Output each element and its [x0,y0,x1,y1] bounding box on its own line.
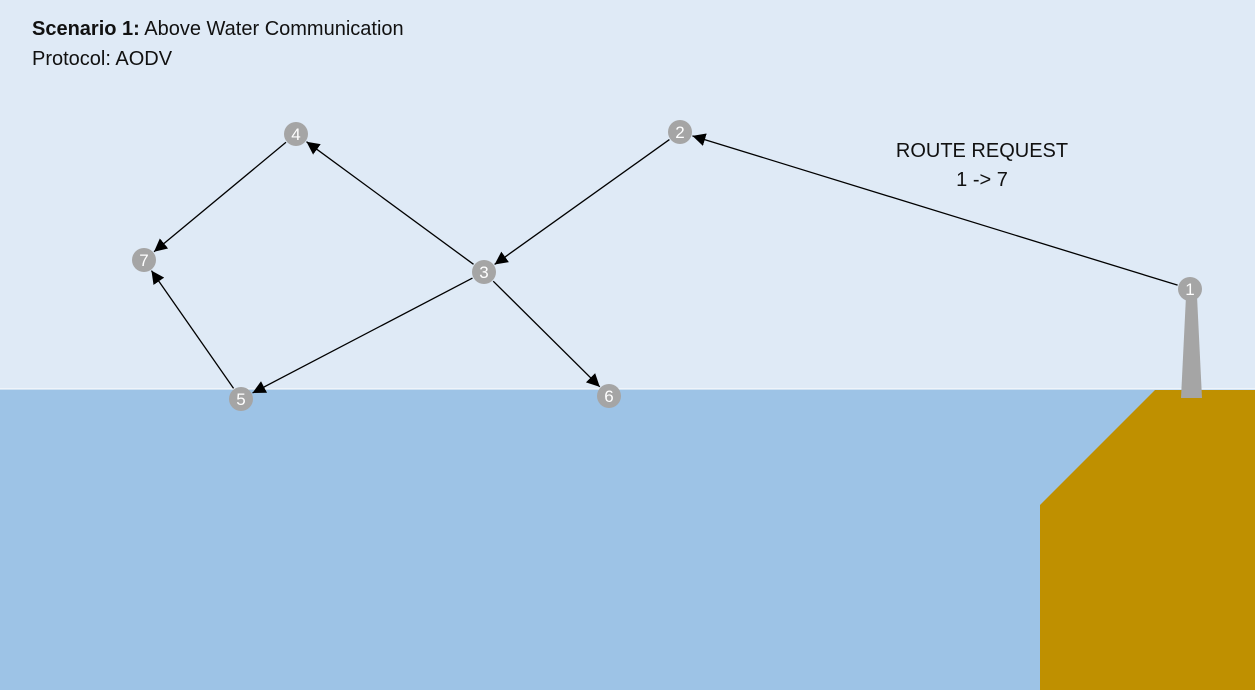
node-label: 5 [236,390,245,409]
node-1: 1 [1178,277,1202,301]
edge-2-to-3 [494,139,670,265]
node-circle [229,387,253,411]
node-label: 1 [1185,280,1194,299]
protocol-label: Protocol: AODV [32,48,173,70]
edge-3-to-5 [252,277,473,394]
scenario-label: Scenario 1: [32,18,140,40]
node-4: 4 [284,122,308,146]
edges [150,133,1178,394]
route-request-path: 1 -> 7 [956,169,1008,191]
node-circle [284,122,308,146]
scenario-title: Above Water Communication [144,18,404,40]
node-circle [668,120,692,144]
node-label: 4 [291,125,300,144]
node-label: 2 [675,123,684,142]
edge-3-to-4 [306,141,474,265]
node-circle [1178,277,1202,301]
scenario-title-line: Scenario 1: Above Water Communication [32,14,404,44]
node-circle [597,384,621,408]
sky [0,0,1255,389]
shore-land [1040,390,1255,690]
tower [1181,296,1202,398]
node-3: 3 [472,260,496,284]
node-2: 2 [668,120,692,144]
node-6: 6 [597,384,621,408]
node-5: 5 [229,387,253,411]
route-request-annotation: ROUTE REQUEST 1 -> 7 [882,137,1082,195]
edge-1-to-2 [692,133,1178,286]
node-label: 3 [479,263,488,282]
node-label: 7 [139,251,148,270]
node-7: 7 [132,248,156,272]
scenario-header: Scenario 1: Above Water Communication Pr… [32,14,404,74]
nodes: 1 2 3 4 5 6 7 [132,120,1202,411]
node-label: 6 [604,387,613,406]
edge-4-to-7 [153,141,287,253]
route-request-title: ROUTE REQUEST [895,140,1069,162]
edge-5-to-7 [150,270,235,389]
node-circle [132,248,156,272]
edge-3-to-6 [492,280,601,388]
node-circle [472,260,496,284]
